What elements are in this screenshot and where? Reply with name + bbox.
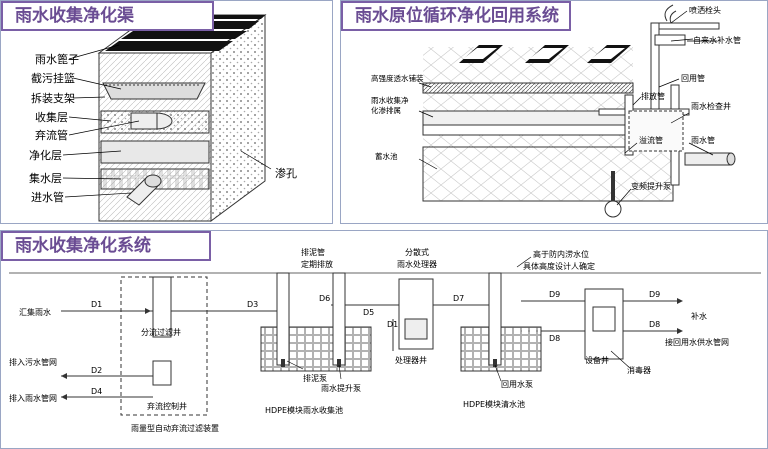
label-hdpe-clean: HDPE模块清水池 (463, 399, 525, 409)
label-diversion-pipe: 弃流管 (35, 128, 68, 142)
label-basket: 截污挂篮 (31, 71, 75, 85)
diversion-pipe (130, 112, 173, 130)
label-permeable: 高强度透水铺装 (371, 73, 424, 83)
collection-system-diagram: D1 D2 D3 D4 D5 D6 D7 D8 D9 D9 D8 D1 汇集雨水… (9, 247, 761, 433)
label-hdpe-collect: HDPE模块雨水收集池 (265, 405, 343, 415)
reuse-system-diagram: 喷洒栓头 自来水补水管 回用管 排放管 雨水检查井 雨水管 溢流管 变频提升泵 … (371, 4, 741, 218)
label-dispersed-1: 分散式 (405, 247, 429, 257)
code-d9b: D9 (649, 290, 660, 299)
label-high-1: 高于防内涝水位 (533, 249, 589, 259)
label-overflow-pipe: 溢流管 (639, 135, 663, 145)
code-d2: D2 (91, 366, 102, 375)
label-seepage-hole: 渗孔 (275, 166, 297, 180)
rain-channel-diagram: 雨水篦子 截污挂篮 拆装支架 收集层 弃流管 净化层 集水层 进水管 渗孔 (29, 14, 297, 222)
panel-reuse-system: 喷洒栓头 自来水补水管 回用管 排放管 雨水检查井 雨水管 溢流管 变频提升泵 … (340, 0, 768, 224)
panel-title: 雨水收集净化系统 (1, 231, 211, 261)
label-reuse-net: 接回用水供水管网 (665, 337, 729, 347)
label-converge: 汇集雨水 (19, 307, 51, 317)
label-high-2: 具体高度设计人确定 (523, 261, 595, 271)
label-sprinkler: 喷洒栓头 (689, 5, 721, 15)
code-d6: D6 (319, 294, 330, 303)
label-drain-pipe: 排放管 (641, 91, 665, 101)
code-d1b: D1 (387, 320, 398, 329)
label-disinfector: 消毒器 (627, 365, 651, 375)
label-collect-2: 化渗排属 (371, 105, 401, 115)
label-tap-water: 自来水补水管 (693, 35, 741, 45)
label-reuse-pump: 回用水泵 (501, 379, 533, 389)
code-d9: D9 (549, 290, 560, 299)
code-d5: D5 (363, 308, 374, 317)
label-sewage: 排入污水管网 (9, 357, 57, 367)
panel-title: 雨水原位循环净化回用系统 (341, 1, 571, 31)
label-device: 雨量型自动弃流过滤装置 (131, 423, 219, 433)
label-refill: 补水 (691, 311, 707, 321)
sunshades (459, 45, 631, 63)
label-mud-pipe: 排泥管 (301, 247, 325, 257)
panel-rain-channel: 雨水篦子 截污挂篮 拆装支架 收集层 弃流管 净化层 集水层 进水管 渗孔 雨水… (0, 0, 333, 224)
code-d8b: D8 (649, 320, 660, 329)
panel-title: 雨水收集净化渠 (1, 1, 214, 31)
label-inlet-pipe: 进水管 (31, 190, 64, 204)
label-collect-1: 雨水收集净 (371, 95, 409, 105)
code-d3: D3 (247, 300, 258, 309)
inlet-pipe (126, 174, 162, 206)
label-water-layer: 集水层 (29, 171, 62, 185)
label-processor-well: 处理器井 (395, 355, 427, 365)
label-inspection-well: 雨水检查井 (691, 101, 731, 111)
label-diversion-well: 弃流控制井 (147, 401, 187, 411)
label-equip-well: 设备井 (585, 355, 609, 365)
code-d8: D8 (549, 334, 560, 343)
code-d4: D4 (91, 387, 102, 396)
label-support: 拆装支架 (31, 91, 75, 105)
label-lift-pump: 雨水提升泵 (321, 383, 361, 393)
label-grate: 雨水篦子 (35, 52, 79, 66)
label-collection-layer: 收集层 (35, 110, 68, 124)
label-rain-pipe: 雨水管 (691, 135, 715, 145)
label-filter-well: 分流过滤井 (141, 327, 181, 337)
panel-collection-system: D1 D2 D3 D4 D5 D6 D7 D8 D9 D9 D8 D1 汇集雨水… (0, 230, 768, 449)
label-dispersed-2: 雨水处理器 (397, 259, 437, 269)
code-d1: D1 (91, 300, 102, 309)
label-timed: 定期排放 (301, 259, 333, 269)
code-d7: D7 (453, 294, 464, 303)
label-tank: 蓄水池 (375, 151, 398, 161)
label-pump: 变频提升泵 (631, 181, 671, 191)
label-rain-net: 排入雨水管网 (9, 393, 57, 403)
label-reuse-pipe: 回用管 (681, 73, 705, 83)
label-purification-layer: 净化层 (29, 148, 62, 162)
label-mud-pump: 排泥泵 (303, 373, 327, 383)
